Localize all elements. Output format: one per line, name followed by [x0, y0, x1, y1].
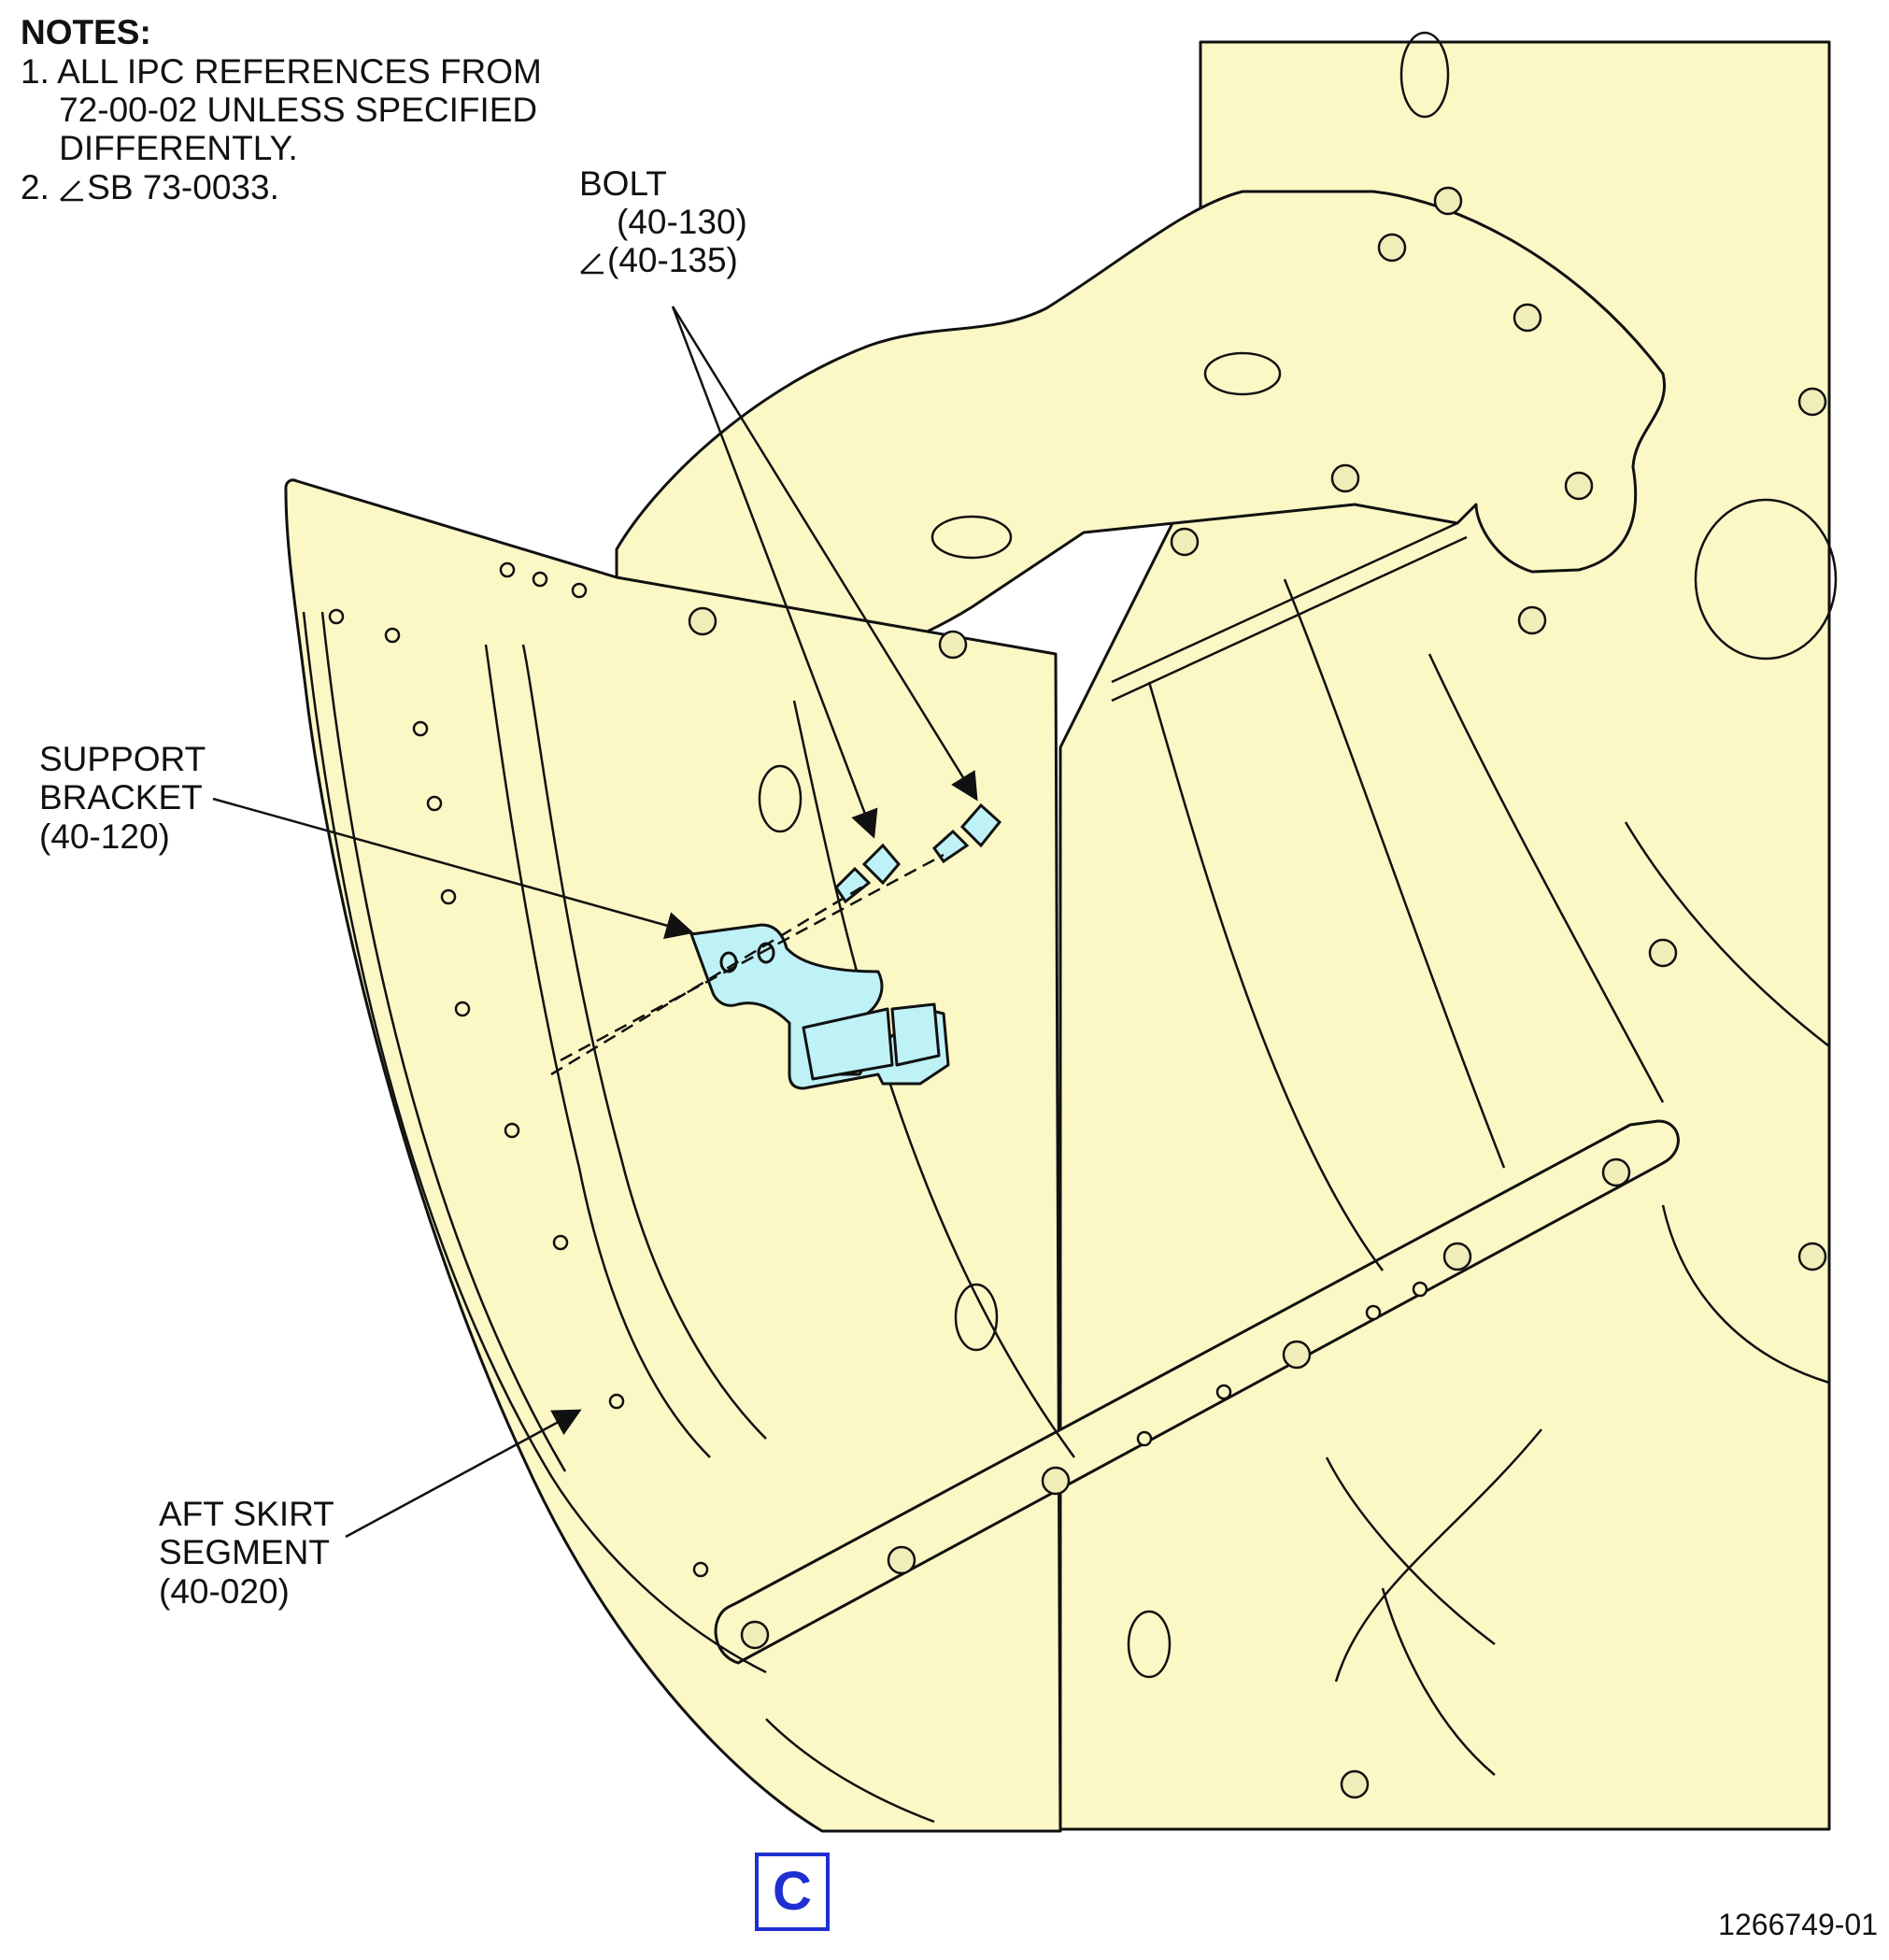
- note-1-line-2: 72-00-02 UNLESS SPECIFIED: [21, 91, 538, 129]
- support-bracket-label-2: BRACKET: [39, 778, 203, 817]
- bolt-ref-1: (40-130): [617, 203, 747, 241]
- support-bracket-ref: (40-120): [39, 817, 170, 856]
- note-1-line-1: 1. ALL IPC REFERENCES FROM: [21, 52, 542, 91]
- lower-strip: [714, 1119, 1680, 1665]
- bolt-ref-2-text: (40-135): [607, 241, 738, 279]
- support-bracket-leader: [212, 797, 694, 940]
- bolt-parts: [834, 802, 1002, 904]
- note-2: 2. SB 73-0033.: [21, 168, 279, 206]
- aft-skirt-ref: (40-020): [159, 1572, 290, 1611]
- bolt-label: BOLT: [579, 164, 667, 203]
- note-2-number: 2.: [21, 168, 60, 206]
- bolt-leader-2: [671, 305, 978, 802]
- view-label-box: C: [755, 1853, 830, 1931]
- bolt-ref-2: (40-135): [579, 241, 738, 279]
- support-bracket-part: [689, 923, 950, 1090]
- view-label: C: [773, 1861, 812, 1922]
- note-2-text: SB 73-0033.: [87, 168, 279, 206]
- bolt-leader-1: [671, 305, 878, 839]
- aft-skirt-label-1: AFT SKIRT: [159, 1495, 334, 1533]
- aft-skirt-leader: [345, 1409, 582, 1539]
- notes-heading: NOTES:: [21, 13, 151, 51]
- aft-skirt-panel: [284, 478, 1062, 1833]
- support-bracket-label-1: SUPPORT: [39, 740, 206, 778]
- note-1-line-3: DIFFERENTLY.: [21, 129, 298, 167]
- aft-skirt-label-2: SEGMENT: [159, 1533, 330, 1571]
- figure-number: 1266749-01: [1718, 1908, 1878, 1941]
- sb-triangle-icon: [60, 180, 84, 202]
- sb-triangle-icon: [580, 253, 604, 275]
